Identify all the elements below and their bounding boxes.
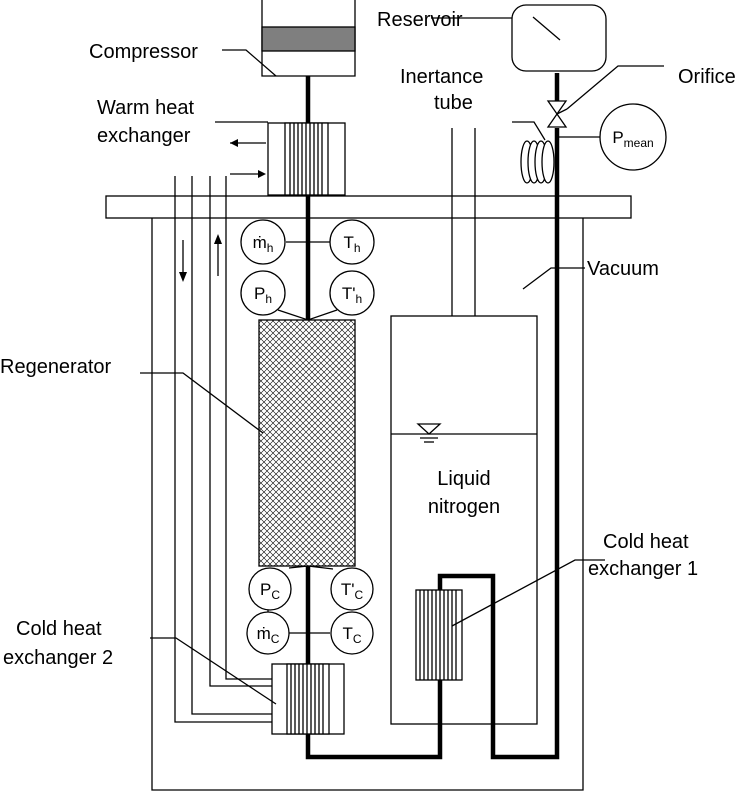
vacuum-vessel: [151, 218, 584, 791]
label-compressor: Compressor: [89, 41, 198, 63]
sensor-tprime-h: T'h: [329, 270, 375, 316]
sensor-p-mean: Pmean: [557, 103, 667, 171]
label-liquid: Liquid: [437, 468, 490, 490]
svg-text:Th: Th: [343, 233, 360, 255]
regenerator: [258, 319, 356, 567]
svg-text:ṁC: ṁC: [257, 624, 280, 646]
svg-text:ṁh: ṁh: [253, 233, 274, 255]
sensor-t-h: Th: [329, 219, 375, 265]
orifice-valve: [546, 65, 664, 128]
reservoir: [511, 4, 607, 72]
label-orifice: Orifice: [678, 66, 736, 88]
sensor-t-c: TC: [330, 611, 374, 655]
sensor-mdot-c: ṁC: [246, 611, 290, 655]
label-cold-hx1-2: exchanger 1: [588, 558, 698, 580]
top-flange: [105, 195, 632, 219]
svg-text:T'C: T'C: [341, 580, 364, 602]
label-reservoir: Reservoir: [377, 9, 463, 31]
svg-text:Pmean: Pmean: [612, 128, 653, 150]
sensor-tprime-c: T'C: [330, 567, 374, 611]
cold-hx2-coolant-lines: [174, 176, 272, 723]
sensor-p-h: Ph: [240, 270, 286, 316]
label-nitrogen: nitrogen: [428, 496, 500, 518]
label-cold-hx1-1: Cold heat: [603, 531, 689, 553]
compressor: [261, 0, 356, 77]
label-vacuum: Vacuum: [587, 258, 659, 280]
inertance-tube-coil: [512, 121, 555, 184]
svg-text:TC: TC: [342, 624, 361, 646]
svg-text:PC: PC: [260, 580, 280, 602]
svg-text:T'h: T'h: [342, 284, 362, 306]
label-cold-hx2-1: Cold heat: [16, 618, 102, 640]
sensor-mdot-h: ṁh: [240, 219, 286, 265]
svg-text:Ph: Ph: [254, 284, 272, 306]
cold-heat-exchanger-2: [271, 663, 345, 735]
transfer-line: [305, 680, 443, 760]
label-inertance-2: tube: [434, 92, 473, 114]
warm-hx-flow-arrows: [230, 139, 266, 178]
warm-heat-exchanger: [267, 122, 346, 196]
label-warm-hx-1: Warm heat: [97, 97, 195, 119]
ln2-dewar: [390, 128, 538, 725]
label-inertance-1: Inertance: [400, 66, 483, 88]
cold-heat-exchanger-1: [415, 589, 463, 681]
label-cold-hx2-2: exchanger 2: [3, 647, 113, 669]
label-warm-hx-2: exchanger: [97, 125, 191, 147]
sensor-p-c: PC: [248, 567, 292, 611]
label-regenerator: Regenerator: [0, 356, 112, 378]
